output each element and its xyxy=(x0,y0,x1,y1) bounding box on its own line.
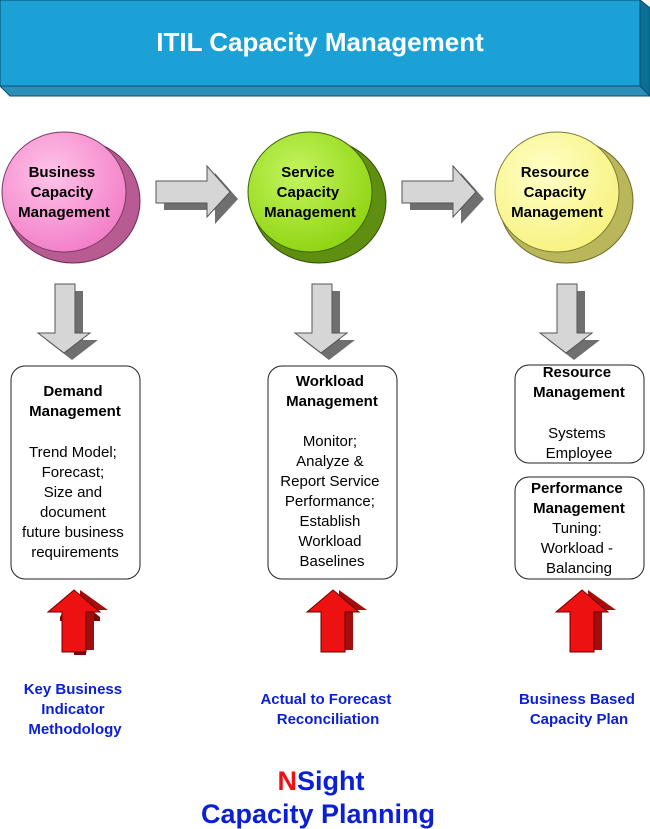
box-body-line: Tuning: xyxy=(552,520,601,537)
workload-body: Monitor; Analyze & Report Service Perfor… xyxy=(280,433,383,570)
box-heading-line: Management xyxy=(533,500,625,517)
demand-body: Trend Model; Forecast; Size and document… xyxy=(22,444,128,561)
box-body-line: Forecast; xyxy=(42,464,105,481)
circle-line: Capacity xyxy=(31,184,94,201)
bottom-label-line: Indicator xyxy=(41,701,105,718)
box-body-line: requirements xyxy=(31,544,119,561)
bottom-label-line: Capacity Plan xyxy=(530,711,628,728)
brand-subtitle: Capacity Planning xyxy=(201,799,435,829)
bottom-label-business-based: Business Based Capacity Plan xyxy=(519,691,639,728)
demand-management-box: Demand Management Trend Model; Forecast;… xyxy=(10,365,141,580)
resource-heading: Resource Management xyxy=(533,364,625,401)
right-arrow-1 xyxy=(155,164,238,224)
box-heading-line: Management xyxy=(533,384,625,401)
business-capacity-circle: Business Capacity Management xyxy=(1,131,141,264)
box-body-line: document xyxy=(40,504,107,521)
down-arrow-1 xyxy=(36,283,98,360)
bottom-label-line: Key Business xyxy=(24,681,122,698)
brand-logo-text: NSight xyxy=(278,766,365,796)
circle-line: Service xyxy=(281,164,334,181)
box-heading-line: Resource xyxy=(543,364,611,381)
circle-line: Management xyxy=(18,204,110,221)
bottom-label-line: Reconciliation xyxy=(277,711,380,728)
box-body-line: Workload xyxy=(298,533,361,550)
service-circle-face xyxy=(247,131,373,253)
box-body-line: Size and xyxy=(44,484,102,501)
page-title: ITIL Capacity Management xyxy=(156,27,484,57)
banner-bottom-face xyxy=(0,85,650,97)
box-heading-line: Management xyxy=(29,403,121,420)
resource-capacity-circle: Resource Capacity Management xyxy=(494,131,634,264)
box-body-line: Performance; xyxy=(285,493,375,510)
title-banner: ITIL Capacity Management xyxy=(0,0,650,97)
performance-management-box: Performance Management Tuning: Workload … xyxy=(514,476,645,580)
bottom-label-actual-forecast: Actual to Forecast Reconciliation xyxy=(260,691,395,728)
performance-heading: Performance Management xyxy=(531,480,627,517)
bottom-label-line: Actual to Forecast xyxy=(260,691,391,708)
box-body-line: Balancing xyxy=(546,560,612,577)
box-heading-line: Performance xyxy=(531,480,623,497)
workload-management-box: Workload Management Monitor; Analyze & R… xyxy=(267,365,398,580)
box-body-line: Baselines xyxy=(299,553,364,570)
service-capacity-circle: Service Capacity Management xyxy=(247,131,387,264)
circle-line: Business xyxy=(29,164,96,181)
circle-line: Management xyxy=(264,204,356,221)
banner-right-face xyxy=(639,0,650,97)
box-heading-line: Management xyxy=(286,393,378,410)
resource-management-box: Resource Management Systems Employee xyxy=(514,364,645,464)
resource-circle-label: Resource Capacity Management xyxy=(511,164,603,221)
box-body-line: Analyze & xyxy=(296,453,364,470)
workload-heading: Workload Management xyxy=(286,373,378,410)
banner-front-face xyxy=(0,0,641,87)
bottom-label-line: Methodology xyxy=(28,721,122,738)
circle-line: Resource xyxy=(521,164,589,181)
up-arrow-red-2 xyxy=(305,589,367,653)
box-heading-line: Workload xyxy=(296,373,364,390)
up-arrow-red-3 xyxy=(554,589,616,653)
circle-line: Capacity xyxy=(277,184,340,201)
service-circle-label: Service Capacity Management xyxy=(264,164,356,221)
box-body-line: Report Service xyxy=(280,473,379,490)
circle-line: Capacity xyxy=(524,184,587,201)
box-body-line: Employee xyxy=(546,445,613,462)
box-body-line: future business xyxy=(22,524,124,541)
performance-body: Tuning: Workload - Balancing xyxy=(541,520,617,577)
box-body-line: Establish xyxy=(299,513,360,530)
demand-heading: Demand Management xyxy=(29,383,121,420)
down-arrow-2 xyxy=(293,283,355,360)
resource-body: Systems Employee xyxy=(546,425,613,462)
bottom-label-line: Business Based xyxy=(519,691,635,708)
box-heading-line: Demand xyxy=(43,383,102,400)
bottom-label-key-business: Key Business Indicator Methodology xyxy=(24,681,127,738)
box-body-line: Systems xyxy=(548,425,606,442)
business-circle-label: Business Capacity Management xyxy=(18,164,110,221)
box-body-line: Workload - xyxy=(541,540,613,557)
right-arrow-2 xyxy=(401,164,484,224)
box-body-line: Trend Model; xyxy=(29,444,117,461)
up-arrow-red-1 xyxy=(46,589,108,655)
down-arrow-3 xyxy=(538,283,600,360)
brand-rest: Sight xyxy=(297,766,365,796)
brand-first-letter: N xyxy=(278,766,298,796)
circle-line: Management xyxy=(511,204,603,221)
box-body-line: Monitor; xyxy=(303,433,357,450)
resource-circle-face xyxy=(494,131,620,253)
business-circle-face xyxy=(1,131,127,253)
